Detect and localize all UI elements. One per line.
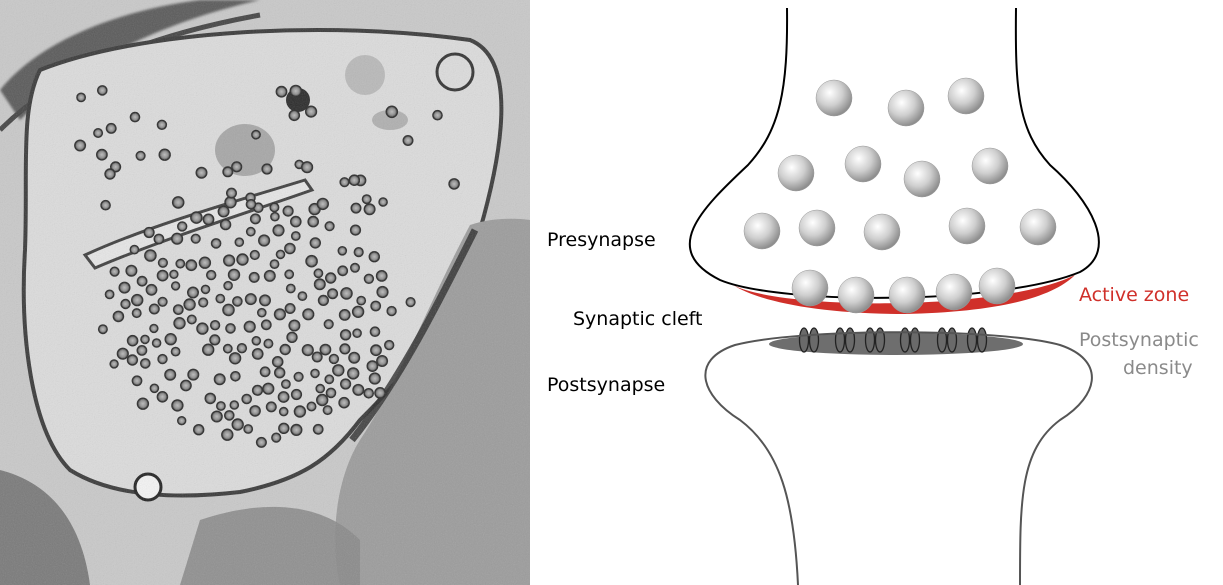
label-postsynaptic-density-line1: Postsynaptic xyxy=(1079,329,1199,351)
label-postsynapse: Postsynapse xyxy=(547,374,665,396)
label-active-zone: Active zone xyxy=(1079,284,1189,306)
presynaptic-membrane xyxy=(690,8,1099,298)
label-synaptic-cleft: Synaptic cleft xyxy=(573,308,702,330)
label-presynapse: Presynapse xyxy=(547,229,656,251)
vesicles xyxy=(744,78,1056,313)
label-postsynaptic-density-line2: density xyxy=(1123,357,1193,379)
postsynaptic-membrane xyxy=(705,332,1092,585)
